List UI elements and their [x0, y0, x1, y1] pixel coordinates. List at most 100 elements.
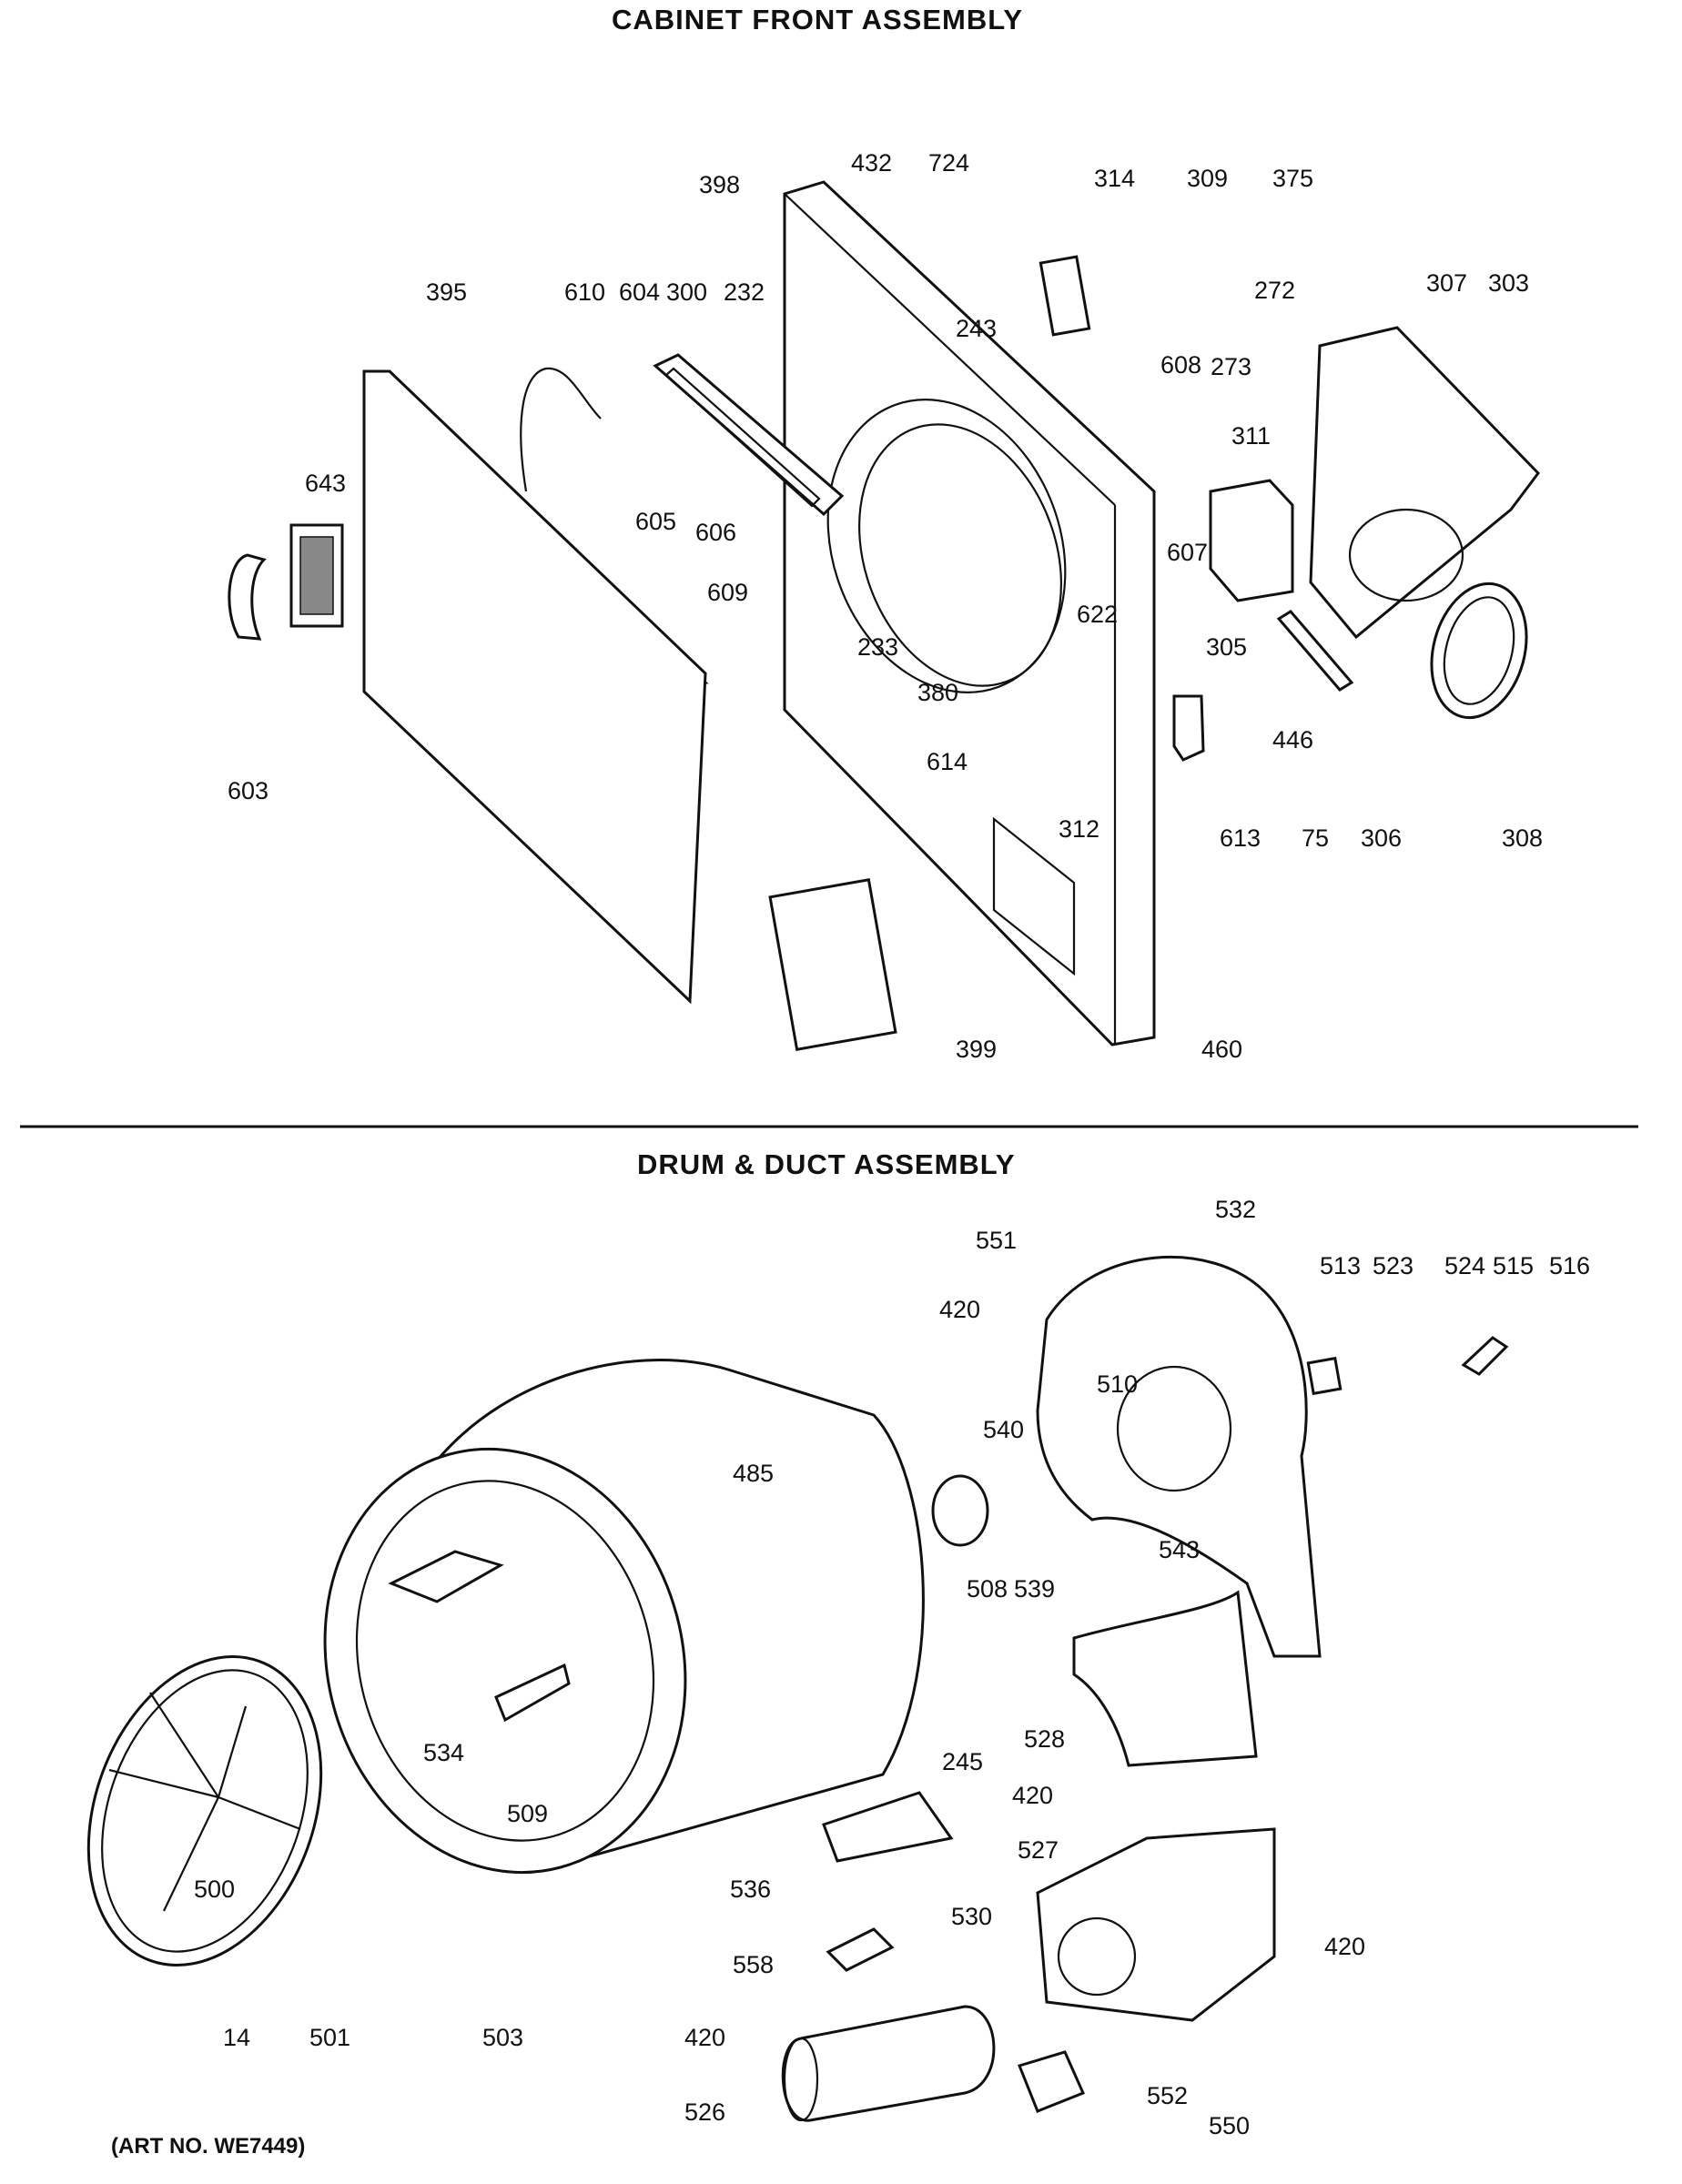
part-508-wheel	[931, 1474, 989, 1547]
door-opening-inner	[858, 423, 1062, 687]
part-label-539: 539	[1014, 1575, 1055, 1603]
part-label-609: 609	[707, 579, 748, 606]
part-395-top-panel	[362, 369, 707, 1005]
part-label-245: 245	[942, 1748, 983, 1775]
part-label-14: 14	[223, 2024, 250, 2051]
drum-duct-assembly-title: DRUM & DUCT ASSEMBLY	[637, 1148, 1016, 1180]
part-label-485: 485	[733, 1460, 774, 1487]
part-label-543: 543	[1159, 1536, 1200, 1563]
part-label-540: 540	[983, 1416, 1024, 1443]
part-398-top-edge	[784, 193, 1116, 506]
part-526-heater-end	[783, 2037, 819, 2122]
part-label-380: 380	[917, 679, 958, 706]
part-label-309: 309	[1187, 165, 1228, 192]
part-label-501: 501	[309, 2024, 350, 2051]
part-label-308: 308	[1502, 824, 1543, 852]
part-501-ring	[86, 1655, 323, 1967]
part-label-273: 273	[1211, 353, 1251, 380]
part-528-duct	[1072, 1590, 1258, 1767]
part-643-grille-slots	[299, 536, 334, 615]
drum-baffle-top	[388, 1550, 504, 1603]
door-opening	[826, 399, 1067, 693]
part-label-605: 605	[635, 508, 676, 535]
part-603-handle	[228, 553, 267, 641]
part-610-wire	[520, 367, 602, 492]
part-label-232: 232	[724, 278, 765, 306]
part-label-536: 536	[730, 1876, 771, 1903]
part-306-strip	[1276, 610, 1354, 692]
part-label-610: 610	[564, 278, 605, 306]
part-label-603: 603	[228, 777, 269, 804]
part-500-spoke	[108, 1768, 219, 1799]
drum-parts	[86, 1255, 1509, 2122]
part-527-outlet	[1057, 1916, 1137, 1997]
cabinet-parts	[228, 180, 1540, 1051]
part-label-550: 550	[1209, 2112, 1250, 2139]
part-label-300: 300	[666, 278, 707, 306]
part-label-306: 306	[1361, 824, 1402, 852]
part-500-spoke	[218, 1795, 301, 1831]
part-label-516: 516	[1549, 1252, 1590, 1279]
part-label-528: 528	[1024, 1725, 1065, 1753]
part-label-527: 527	[1018, 1836, 1059, 1864]
part-503-drum-front	[323, 1447, 687, 1875]
cabinet-front-assembly-title: CABINET FRONT ASSEMBLY	[612, 4, 1024, 35]
part-label-724: 724	[928, 149, 969, 177]
part-307-hole	[1348, 508, 1464, 602]
part-300-filter-slot	[664, 367, 821, 508]
part-label-523: 523	[1373, 1252, 1413, 1279]
part-613-bracket	[1172, 694, 1205, 762]
part-305-box	[1209, 479, 1294, 602]
part-label-446: 446	[1272, 726, 1313, 753]
part-527-housing	[1036, 1827, 1276, 2022]
art-number: (ART NO. WE7449)	[111, 2134, 306, 2159]
part-509-baffle	[494, 1663, 571, 1723]
part-label-532: 532	[1215, 1196, 1256, 1223]
part-label-420: 420	[939, 1296, 980, 1323]
part-label-312: 312	[1059, 815, 1099, 843]
part-label-509: 509	[507, 1800, 548, 1827]
part-label-643: 643	[305, 470, 346, 497]
part-label-515: 515	[1493, 1252, 1534, 1279]
part-399-grille	[768, 878, 897, 1051]
part-label-503: 503	[482, 2024, 523, 2051]
part-552-terminal	[1017, 2050, 1086, 2113]
part-307-bracket	[1309, 326, 1540, 640]
part-309-switch	[1039, 255, 1091, 337]
part-245-plate	[822, 1791, 954, 1863]
part-532-bulkhead	[1036, 1255, 1322, 1658]
part-label-243: 243	[956, 315, 997, 342]
part-label-530: 530	[951, 1903, 992, 1930]
part-label-311: 311	[1231, 422, 1271, 450]
part-308-ring-inner	[1443, 596, 1515, 705]
part-label-420: 420	[684, 2024, 725, 2051]
part-label-375: 375	[1272, 165, 1313, 192]
part-label-526: 526	[684, 2098, 725, 2126]
part-label-420: 420	[1012, 1782, 1053, 1809]
part-label-613: 613	[1220, 824, 1261, 852]
part-label-614: 614	[927, 748, 968, 775]
part-label-558: 558	[733, 1951, 774, 1978]
part-label-314: 314	[1094, 165, 1135, 192]
part-label-607: 607	[1167, 539, 1208, 566]
part-label-608: 608	[1160, 351, 1201, 379]
part-label-395: 395	[426, 278, 467, 306]
part-500-spoke	[163, 1796, 219, 1912]
part-label-420: 420	[1324, 1933, 1365, 1960]
part-526-heater	[781, 2005, 996, 2122]
part-label-75: 75	[1302, 824, 1329, 852]
part-label-508: 508	[967, 1575, 1008, 1603]
part-label-552: 552	[1147, 2082, 1188, 2109]
part-503-drum-opening	[355, 1480, 655, 1842]
part-label-272: 272	[1254, 277, 1295, 304]
lower-opening	[992, 816, 1076, 976]
part-label-460: 460	[1201, 1036, 1242, 1063]
part-label-303: 303	[1488, 269, 1529, 297]
part-label-233: 233	[857, 633, 898, 661]
part-label-399: 399	[956, 1036, 997, 1063]
part-label-398: 398	[699, 171, 740, 198]
part-308-ring	[1430, 581, 1528, 720]
